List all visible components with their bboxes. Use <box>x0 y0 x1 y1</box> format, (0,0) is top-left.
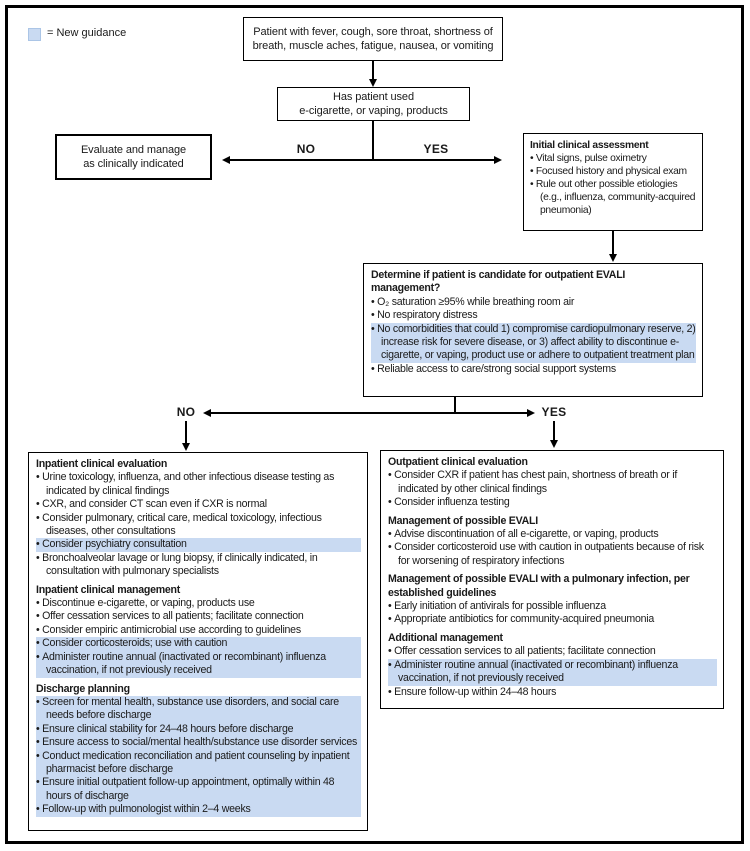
evaluate-line-2: as clinically indicated <box>83 158 184 170</box>
bullet-item: Discontinue e-cigarette, or vaping, prod… <box>36 597 361 610</box>
evaluate-box: Evaluate and manage as clinically indica… <box>55 134 212 180</box>
evaluate-line-1: Evaluate and manage <box>80 143 187 156</box>
bullet-item-highlighted: Ensure initial outpatient follow-up appo… <box>36 776 361 804</box>
bullet-item: O₂ saturation ≥95% while breathing room … <box>371 296 696 309</box>
bullet-item-highlighted: Consider psychiatry consultation <box>36 538 361 552</box>
decision2-yes-label: YES <box>541 405 567 419</box>
connector-decision1 <box>230 159 494 161</box>
decision1-yes-label: YES <box>423 142 449 156</box>
inpatient-evaluation-section: Inpatient clinical evaluation Urine toxi… <box>36 458 361 579</box>
connector-yes-to-outpatient <box>553 421 555 440</box>
decision2-no-label: NO <box>176 405 196 419</box>
bullet-item: Consider pulmonary, critical care, medic… <box>36 512 361 539</box>
arrow-right-icon <box>494 156 502 164</box>
evali-management-section: Management of possible EVALI Advise disc… <box>388 515 717 569</box>
inpatient-box: Inpatient clinical evaluation Urine toxi… <box>28 452 368 831</box>
bullet-item-highlighted: Administer routine annual (inactivated o… <box>36 650 361 678</box>
bullet-item: Focused history and physical exam <box>530 165 697 178</box>
candidate-heading-line-1: Determine if patient is candidate for ou… <box>371 269 626 281</box>
symptoms-line-2: breath, muscle aches, fatigue, nausea, o… <box>252 40 494 52</box>
bullet-item: Ensure follow-up within 24–48 hours <box>388 686 717 699</box>
section-heading: Additional management <box>388 631 503 644</box>
connector-symptoms-to-vaping <box>372 61 374 80</box>
arrow-down-icon <box>369 79 377 87</box>
bullet-item-highlighted: Ensure access to social/mental health/su… <box>36 736 361 750</box>
outpatient-evaluation-section: Outpatient clinical evaluation Consider … <box>388 456 717 510</box>
arrow-left-icon <box>203 409 211 417</box>
connector-candidate-stem <box>454 397 456 412</box>
connector-no-to-inpatient <box>185 421 187 443</box>
connector-decision2 <box>211 412 527 414</box>
bullet-item: Appropriate antibiotics for community-ac… <box>388 613 717 626</box>
bullet-item: Consider corticosteroid use with caution… <box>388 541 717 568</box>
vaping-question-line-2: e-cigarette, or vaping, products <box>299 105 448 117</box>
bullet-item-highlighted: Conduct medication reconciliation and pa… <box>36 749 361 777</box>
connector-vaping-stem <box>372 121 374 159</box>
bullet-item: Offer cessation services to all patients… <box>36 610 361 623</box>
evali-pulmonary-infection-section: Management of possible EVALI with a pulm… <box>388 573 717 627</box>
vaping-question-box: Has patient used e-cigarette, or vaping,… <box>277 87 470 121</box>
arrow-right-icon <box>527 409 535 417</box>
section-heading: Initial clinical assessment <box>530 140 649 151</box>
symptoms-box: Patient with fever, cough, sore throat, … <box>243 17 503 61</box>
bullet-item: Consider influenza testing <box>388 496 717 509</box>
bullet-item: Reliable access to care/strong social su… <box>371 363 696 376</box>
bullet-item-highlighted: Administer routine annual (inactivated o… <box>388 658 717 686</box>
outpatient-box: Outpatient clinical evaluation Consider … <box>380 450 724 709</box>
connector-assessment-to-candidate <box>612 231 614 254</box>
section-heading: Outpatient clinical evaluation <box>388 456 528 468</box>
additional-management-section: Additional management Offer cessation se… <box>388 632 717 699</box>
bullet-item: CXR, and consider CT scan even if CXR is… <box>36 498 361 511</box>
bullet-item: Bronchoalveolar lavage or lung biopsy, i… <box>36 552 361 579</box>
initial-assessment-box: Initial clinical assessment Vital signs,… <box>523 133 703 231</box>
section-heading: Inpatient clinical evaluation <box>36 458 168 470</box>
bullet-item: Vital signs, pulse oximetry <box>530 152 697 165</box>
bullet-item: Consider empiric antimicrobial use accor… <box>36 624 361 637</box>
legend-label: = New guidance <box>47 27 127 39</box>
arrow-down-icon <box>550 440 558 448</box>
discharge-planning-section: Discharge planning Screen for mental hea… <box>36 683 361 817</box>
section-heading: Inpatient clinical management <box>36 583 181 596</box>
bullet-item: Urine toxicology, influenza, and other i… <box>36 471 361 498</box>
bullet-item-highlighted: Ensure clinical stability for 24–48 hour… <box>36 722 361 737</box>
bullet-item: Advise discontinuation of all e-cigarett… <box>388 528 717 541</box>
bullet-item: Rule out other possible etiologies (e.g.… <box>530 178 697 217</box>
new-guidance-swatch <box>28 28 41 41</box>
figure-border <box>5 5 744 844</box>
decision1-no-label: NO <box>296 142 316 156</box>
section-heading: Management of possible EVALI with a pulm… <box>388 573 690 599</box>
arrow-down-icon <box>182 443 190 451</box>
candidate-heading-line-2: management? <box>371 282 441 295</box>
vaping-question-line-1: Has patient used <box>333 90 414 103</box>
arrow-left-icon <box>222 156 230 164</box>
symptoms-line-1: Patient with fever, cough, sore throat, … <box>253 25 493 38</box>
bullet-item-highlighted: Follow-up with pulmonologist within 2–4 … <box>36 803 361 817</box>
section-heading: Discharge planning <box>36 682 130 695</box>
inpatient-management-section: Inpatient clinical management Discontinu… <box>36 584 361 678</box>
bullet-item-highlighted: No comorbidities that could 1) compromis… <box>371 322 696 363</box>
bullet-item: Consider CXR if patient has chest pain, … <box>388 469 717 496</box>
bullet-item-highlighted: Screen for mental health, substance use … <box>36 695 361 723</box>
bullet-item: Offer cessation services to all patients… <box>388 645 717 658</box>
bullet-item: No respiratory distress <box>371 309 696 322</box>
section-heading: Management of possible EVALI <box>388 514 538 527</box>
bullet-item-highlighted: Consider corticosteroids; use with cauti… <box>36 637 361 651</box>
candidate-box: Determine if patient is candidate for ou… <box>363 263 703 397</box>
arrow-down-icon <box>609 254 617 262</box>
bullet-item: Early initiation of antivirals for possi… <box>388 600 717 613</box>
